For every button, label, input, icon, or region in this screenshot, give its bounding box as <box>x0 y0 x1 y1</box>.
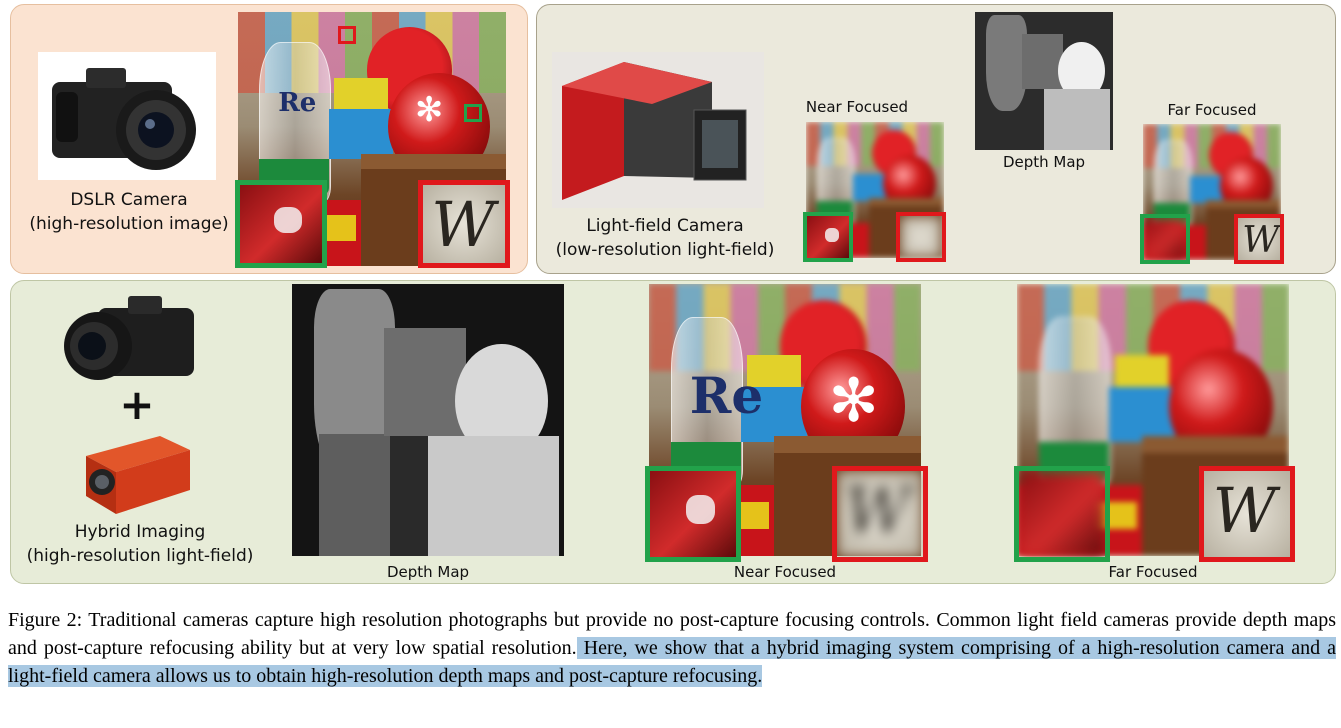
hybrid-depth-label: Depth Map <box>386 563 470 581</box>
hybrid-far-green-inset <box>1014 466 1110 562</box>
hybrid-near-photo: ✻ Re <box>649 284 921 556</box>
green-roi-marker <box>464 104 482 122</box>
hybrid-near-red-inset: W <box>832 466 928 562</box>
lf-far-red-inset: W <box>1234 214 1284 264</box>
nikon-dslr-icon <box>58 290 200 386</box>
lf-depth-label: Depth Map <box>1002 153 1086 171</box>
lf-far-green-inset <box>1140 214 1190 264</box>
lf-near-green-inset <box>803 212 853 262</box>
scene-logo-text: Re <box>689 365 764 425</box>
light-field-camera-label: Light-field Camera (low-resolution light… <box>555 216 775 260</box>
hybrid-label: Hybrid Imaging (high-resolution light-fi… <box>26 522 254 566</box>
dslr-red-inset: W <box>418 180 510 268</box>
plus-sign: + <box>119 380 155 429</box>
hybrid-near-label: Near Focused <box>733 563 837 581</box>
hybrid-far-red-inset: W <box>1199 466 1295 562</box>
hybrid-near-green-inset <box>645 466 741 562</box>
snowflake-icon: ✻ <box>414 90 444 131</box>
figure-caption: Figure 2: Traditional cameras capture hi… <box>8 606 1337 690</box>
hybrid-far-photo <box>1017 284 1289 556</box>
lf-far-label: Far Focused <box>1167 101 1257 119</box>
dslr-camera-label: DSLR Camera (high-resolution image) <box>29 190 229 234</box>
caption-plain: Figure 2: Traditional cameras capture hi… <box>8 609 1336 659</box>
scene-logo-text: Re <box>278 88 317 119</box>
light-field-camera-icon <box>552 52 764 208</box>
dslr-camera-icon <box>38 52 216 180</box>
snowflake-icon: ✻ <box>828 366 879 437</box>
lf-near-label: Near Focused <box>805 98 909 116</box>
lf-depth-map <box>975 12 1113 150</box>
lytro-camera-icon <box>82 430 194 516</box>
hybrid-far-label: Far Focused <box>1108 563 1198 581</box>
lf-near-red-inset <box>896 212 946 262</box>
hybrid-depth-map <box>292 284 564 556</box>
red-roi-marker <box>338 26 356 44</box>
dslr-green-inset <box>235 180 327 268</box>
